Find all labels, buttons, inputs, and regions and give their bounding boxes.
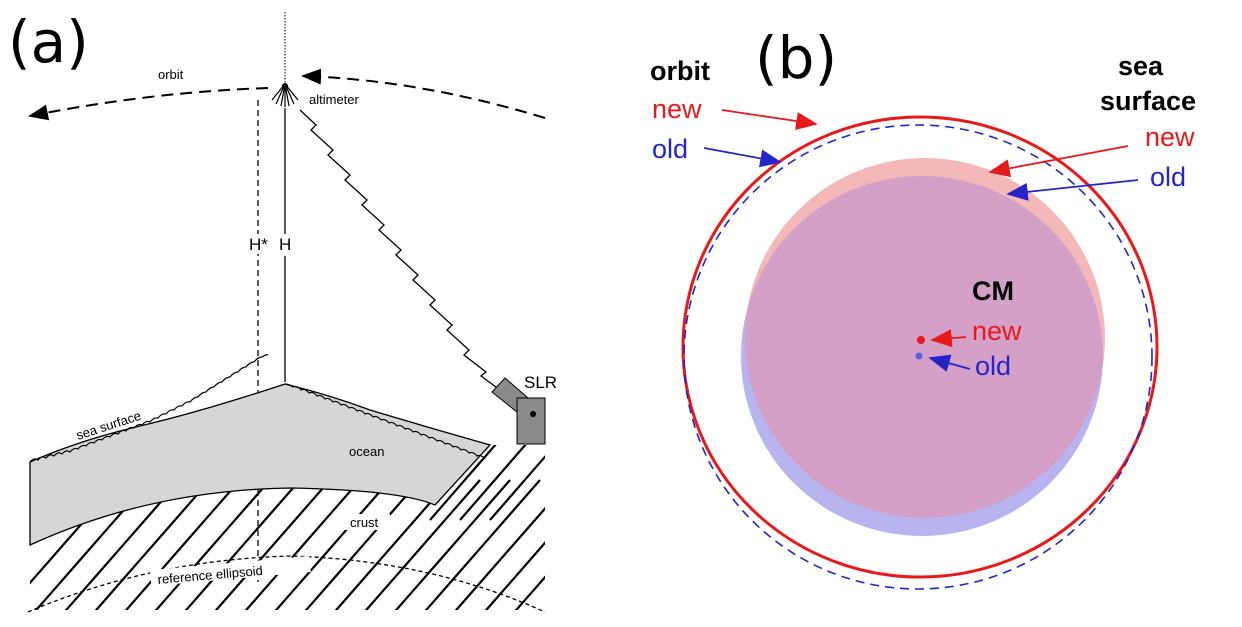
cm-old-point: [915, 352, 923, 360]
reference-ellipsoid-curve: [27, 555, 546, 613]
altimeter-label: altimeter: [309, 92, 360, 107]
ocean-body: [29, 383, 492, 547]
orbit-new-label: new: [652, 94, 702, 124]
cm-new-arrow: [930, 329, 967, 348]
laser-beam: [299, 109, 501, 391]
crust-hatching: [30, 445, 545, 610]
panel-a-label: (a): [8, 8, 89, 76]
sea-heading: sea: [1118, 51, 1164, 81]
orbit-arc-left: [28, 87, 269, 121]
cm-new-point: [917, 336, 925, 344]
altimeter-icon: [271, 83, 299, 107]
orbit-old-label: old: [652, 134, 688, 164]
panel-b: (b) orbit new old sea surface new old CM…: [650, 24, 1196, 590]
h-label: H: [279, 235, 291, 254]
h-star-label: H*: [249, 235, 268, 254]
sea-old-label: old: [1150, 162, 1186, 192]
sea-new-arrow: [988, 145, 1129, 178]
h-label-bg: [247, 234, 295, 254]
ocean-label: ocean: [349, 444, 384, 459]
orbit-old-arrow: [703, 147, 782, 168]
panel-b-label: (b): [755, 24, 837, 92]
surface-heading: surface: [1100, 86, 1196, 116]
sea-new-label: new: [1145, 122, 1195, 152]
slr-label: SLR: [524, 373, 557, 392]
slr-station-icon: [491, 377, 546, 445]
sea-surface-wave-right: [284, 383, 486, 460]
panel-a: (a) orbit altimeter H* H: [8, 8, 557, 613]
orbit-new: [681, 115, 1159, 579]
cm-heading: CM: [972, 276, 1014, 306]
orbit-label: orbit: [158, 67, 184, 82]
sea-surface-wave-left: [29, 354, 269, 463]
orbit-old: [683, 124, 1153, 590]
crust-label: crust: [350, 515, 379, 530]
cm-new-label: new: [972, 316, 1022, 346]
cm-old-label: old: [975, 351, 1011, 381]
ellipsoid-label-bg: [150, 556, 311, 586]
orbit-heading: orbit: [650, 56, 710, 86]
sea-old-arrow: [1006, 179, 1139, 201]
cm-old-arrow: [928, 354, 971, 372]
orbit-arc-right: [301, 68, 546, 119]
crust-label-bg: [342, 514, 390, 530]
orbit-new-arrow: [721, 109, 818, 130]
